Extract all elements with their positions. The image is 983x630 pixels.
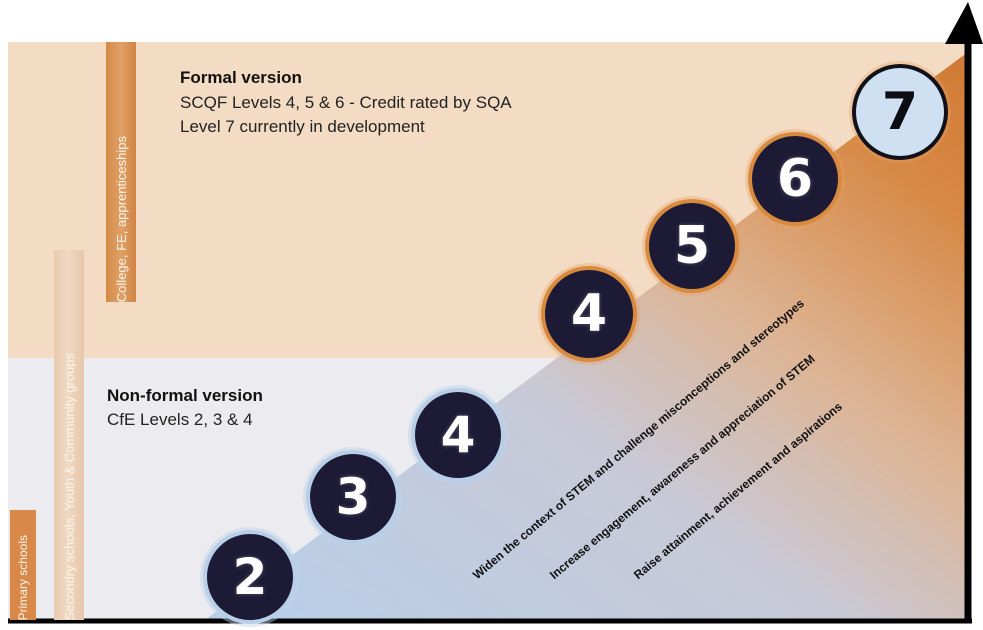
scqf-level-7-number: 7	[881, 82, 919, 142]
scqf-level-6-badge: 6	[748, 132, 842, 226]
formal-line-2: Level 7 currently in development	[180, 117, 425, 136]
nonformal-heading: Non-formal version	[107, 386, 263, 405]
scqf-level-7-badge: 7	[852, 64, 948, 160]
scqf-level-4-number: 4	[570, 284, 608, 344]
y-axis-arrowhead	[945, 2, 983, 44]
scqf-level-6-number: 6	[776, 149, 814, 209]
secondary-schools-bar: Secondry schools, Youth & Community grou…	[54, 250, 84, 620]
scqf-level-5-badge: 5	[645, 199, 739, 293]
nonformal-line-1: CfE Levels 2, 3 & 4	[107, 410, 253, 429]
level-2-number: 2	[232, 548, 268, 606]
college-bar: College, FE, apprenticeships	[106, 42, 136, 302]
primary-schools-bar: Primary schools	[10, 510, 36, 620]
level-3-number: 3	[335, 468, 371, 526]
level-2-badge: 2	[203, 530, 297, 624]
cfe-level-4-number: 4	[440, 406, 476, 464]
cfe-level-4-badge: 4	[411, 388, 505, 482]
formal-heading: Formal version	[180, 68, 302, 87]
scqf-level-5-number: 5	[673, 216, 711, 276]
scqf-level-4-badge: 4	[541, 266, 637, 362]
level-3-badge: 3	[306, 450, 400, 544]
formal-line-1: SCQF Levels 4, 5 & 6 - Credit rated by S…	[180, 93, 512, 112]
primary-schools-label: Primary schools	[16, 534, 30, 620]
college-label: College, FE, apprenticeships	[113, 135, 129, 302]
secondary-schools-label: Secondry schools, Youth & Community grou…	[61, 352, 77, 620]
